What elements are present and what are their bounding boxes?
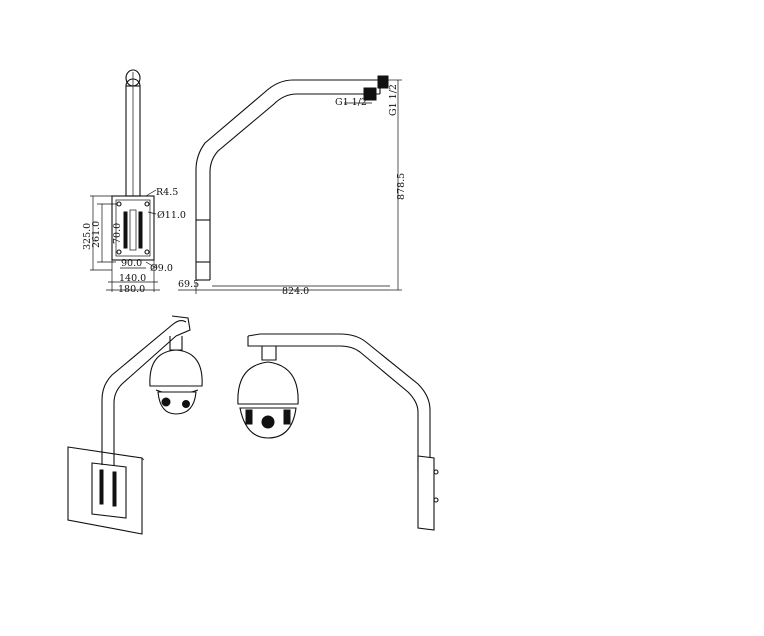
front-view: R4.5 Ø11.0 70.0 325.0 261.0 90.0 Ø9.0 14… — [82, 69, 186, 295]
dim-thread-horizontal: G1 1/2 — [335, 97, 367, 108]
slot-right — [138, 211, 143, 249]
mount-plate — [111, 195, 155, 261]
left-arm-inner — [113, 335, 177, 466]
arm-inner — [209, 93, 380, 280]
bracket-plate-render — [91, 462, 127, 519]
left-arm-outer — [101, 319, 187, 465]
dim-outer-width: 180.0 — [118, 284, 145, 295]
dim-total-height: 878.5 — [396, 173, 407, 200]
slot-left — [123, 211, 128, 249]
side-view: G1 1/2 G1 1/2 878.5 69.5 824.0 — [178, 75, 407, 297]
thread-fitting-down — [363, 87, 377, 101]
right-camera-housing — [237, 361, 299, 405]
right-mount-plate — [417, 455, 435, 531]
right-arm-inner — [260, 333, 431, 470]
dim-arm-length: 824.0 — [282, 286, 309, 297]
right-camera-mount — [261, 346, 277, 361]
dim-outer-height: 325.0 — [82, 223, 93, 250]
arm-outer — [195, 79, 380, 280]
dim-hole-large: Ø11.0 — [157, 210, 186, 221]
wall-panel — [67, 446, 143, 535]
dim-radius: R4.5 — [156, 187, 178, 198]
left-camera-dome — [157, 391, 197, 415]
dim-slot-length: 70.0 — [112, 223, 123, 244]
dim-slot-spacing: 90.0 — [121, 258, 142, 269]
dim-inner-height: 261.0 — [91, 221, 102, 248]
thread-fitting-top — [377, 75, 389, 89]
dim-inner-width: 140.0 — [119, 273, 146, 284]
left-camera-housing — [149, 349, 203, 387]
dim-hole-small: Ø9.0 — [150, 263, 173, 274]
left-render — [67, 315, 203, 535]
dim-wall-offset: 69.5 — [178, 279, 199, 290]
right-render — [237, 333, 439, 531]
right-arm-outer — [247, 336, 419, 470]
left-camera-mount — [169, 336, 183, 351]
dim-thread-vertical: G1 1/2 — [388, 84, 399, 116]
